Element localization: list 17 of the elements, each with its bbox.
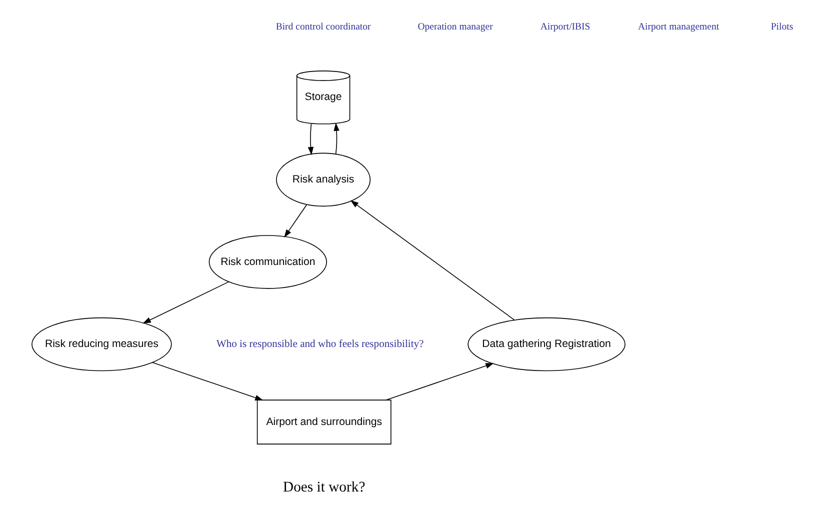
arrow [152, 362, 263, 400]
arrow [307, 123, 314, 155]
arrow [333, 122, 339, 154]
label: Pilots [770, 20, 793, 32]
arrow [385, 362, 494, 400]
node-ellipse: Data gathering Registration [467, 316, 625, 371]
label: Operation manager [417, 20, 492, 32]
label: Airport management [637, 20, 719, 32]
label: Airport/IBIS [540, 20, 590, 32]
node-box: Airport and surroundings [256, 399, 391, 444]
arrow [284, 204, 307, 238]
label: Bird control coordinator [275, 20, 370, 32]
arrow [350, 200, 514, 320]
label: Who is responsible and who feels responsibility? [216, 338, 424, 350]
label: Does it work? [282, 479, 365, 496]
arrow [142, 280, 229, 324]
node-ellipse: Risk communication [208, 234, 326, 288]
